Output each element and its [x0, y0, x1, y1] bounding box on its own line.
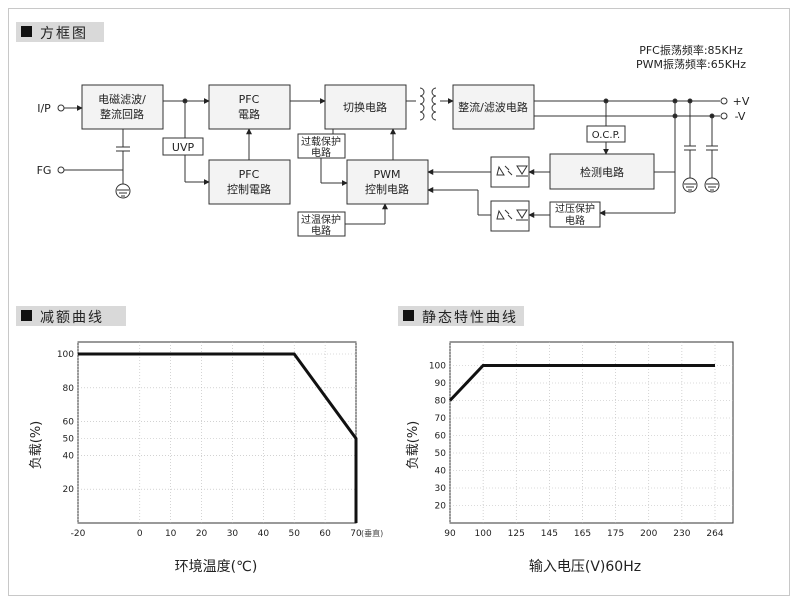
- ovp-box: [549, 201, 601, 228]
- section-title: 静态特性曲线: [422, 310, 518, 326]
- page-frame: [8, 8, 790, 596]
- section-header-derating: 减额曲线: [16, 306, 126, 326]
- static-y-tick: 60: [435, 432, 447, 442]
- derating-x-tick: 0: [137, 529, 143, 539]
- pwm-label-1: PWM: [373, 168, 400, 181]
- static-x-tick: 165: [574, 529, 591, 539]
- pfc-label-1: PFC: [239, 93, 260, 106]
- emi-label-2: 整流回路: [100, 107, 144, 121]
- rectifier-box: [452, 84, 535, 130]
- derating-x-unit: (垂直): [361, 528, 383, 538]
- static-x-tick: 230: [673, 529, 690, 539]
- overload-protection-box: [297, 133, 346, 159]
- ocp-label: O.C.P.: [592, 130, 620, 141]
- derating-x-tick: 60: [319, 529, 331, 539]
- static-x-tick: 125: [508, 529, 525, 539]
- static-xlabel: 输入电压(V)60Hz: [529, 559, 641, 575]
- input-fg-label: FG: [37, 164, 52, 177]
- olp-label-1: 过载保护: [301, 135, 341, 148]
- switching-box: [324, 84, 407, 130]
- pfc-control-label-2: 控制電路: [227, 182, 271, 196]
- pfc-control-label-1: PFC: [239, 168, 260, 181]
- otp-label-2: 电路: [311, 224, 331, 237]
- input-ip-label: I/P: [37, 102, 51, 115]
- derating-x-tick: -20: [71, 529, 86, 539]
- otp-label-1: 过温保护: [301, 213, 341, 226]
- derating-y-tick: 40: [63, 451, 75, 461]
- derating-xlabel: 环境温度(℃): [175, 559, 258, 575]
- optocoupler-icon: [496, 209, 528, 221]
- pwm-control-box: [346, 159, 429, 205]
- uvp-label: UVP: [172, 141, 195, 154]
- uvp-box: [162, 137, 204, 156]
- derating-y-tick: 80: [63, 384, 75, 394]
- section-title: 减额曲线: [40, 310, 104, 326]
- static-y-tick: 50: [435, 449, 447, 459]
- pfc-circuit-box: [208, 84, 291, 130]
- derating-x-tick: 50: [288, 529, 300, 539]
- derating-x-tick: 30: [227, 529, 239, 539]
- pwm-label-2: 控制电路: [365, 182, 409, 196]
- derating-x-tick: 40: [258, 529, 270, 539]
- ovp-label-1: 过压保护: [555, 202, 595, 215]
- derating-x-tick: 20: [196, 529, 208, 539]
- derating-ylabel: 负载(%): [29, 421, 44, 470]
- static-x-tick: 100: [475, 529, 492, 539]
- section-square-icon: [403, 310, 414, 321]
- detection-label: 检测电路: [580, 165, 624, 179]
- static-x-tick: 145: [541, 529, 558, 539]
- static-x-tick: 264: [706, 529, 723, 539]
- pfc-control-box: [208, 159, 291, 205]
- optocoupler-icon: [496, 165, 528, 177]
- section-title: 方框图: [40, 26, 88, 42]
- section-square-icon: [21, 310, 32, 321]
- pwm-osc-label: PWM振荡频率:65KHz: [636, 57, 746, 71]
- rectifier-label: 整流/滤波电路: [458, 100, 528, 114]
- static-y-tick: 20: [435, 502, 447, 512]
- ovp-label-2: 电路: [565, 214, 585, 227]
- derating-y-tick: 20: [63, 485, 75, 495]
- static-curve: [448, 364, 715, 402]
- static-ylabel: 负载(%): [406, 421, 421, 470]
- output-neg-label: -V: [735, 110, 746, 123]
- section-header-static: 静态特性曲线: [398, 306, 524, 326]
- static-x-tick: 200: [640, 529, 657, 539]
- output-pos-label: +V: [733, 95, 750, 108]
- derating-x-tick: 70: [350, 529, 362, 539]
- static-x-tick: 175: [607, 529, 624, 539]
- static-y-tick: 40: [435, 467, 447, 477]
- static-y-tick: 70: [435, 414, 447, 424]
- switching-label: 切换电路: [343, 100, 387, 114]
- emi-label-1: 电磁滤波/: [98, 93, 146, 106]
- static-plot-area: [449, 341, 734, 524]
- pfc-osc-label: PFC振荡频率:85KHz: [639, 43, 743, 57]
- olp-label-2: 电路: [311, 146, 331, 159]
- derating-chart: 100 80 60 50 40 20 -20 0 10 20 30 40 50 60 70 (垂直) 环境…: [29, 341, 383, 575]
- emi-filter-box: [81, 84, 164, 130]
- derating-y-tick: 100: [57, 350, 74, 360]
- derating-curve: [78, 352, 358, 523]
- static-x-tick: 90: [444, 529, 456, 539]
- static-y-tick: 30: [435, 484, 447, 494]
- section-square-icon: [21, 26, 32, 37]
- derating-y-tick: 60: [63, 418, 75, 428]
- section-header-block-diagram: 方框图: [16, 22, 104, 42]
- static-y-tick: 80: [435, 397, 447, 407]
- derating-plot-area: [77, 341, 357, 524]
- derating-x-tick: 10: [165, 529, 177, 539]
- static-chart: 100 90 80 70 60 50 40 30 20 90 100 125 145 165 175 200…: [406, 341, 734, 575]
- static-y-tick: 90: [435, 379, 447, 389]
- pfc-label-2: 電路: [238, 108, 260, 121]
- static-y-tick: 100: [429, 362, 446, 372]
- derating-y-tick: 50: [63, 435, 75, 445]
